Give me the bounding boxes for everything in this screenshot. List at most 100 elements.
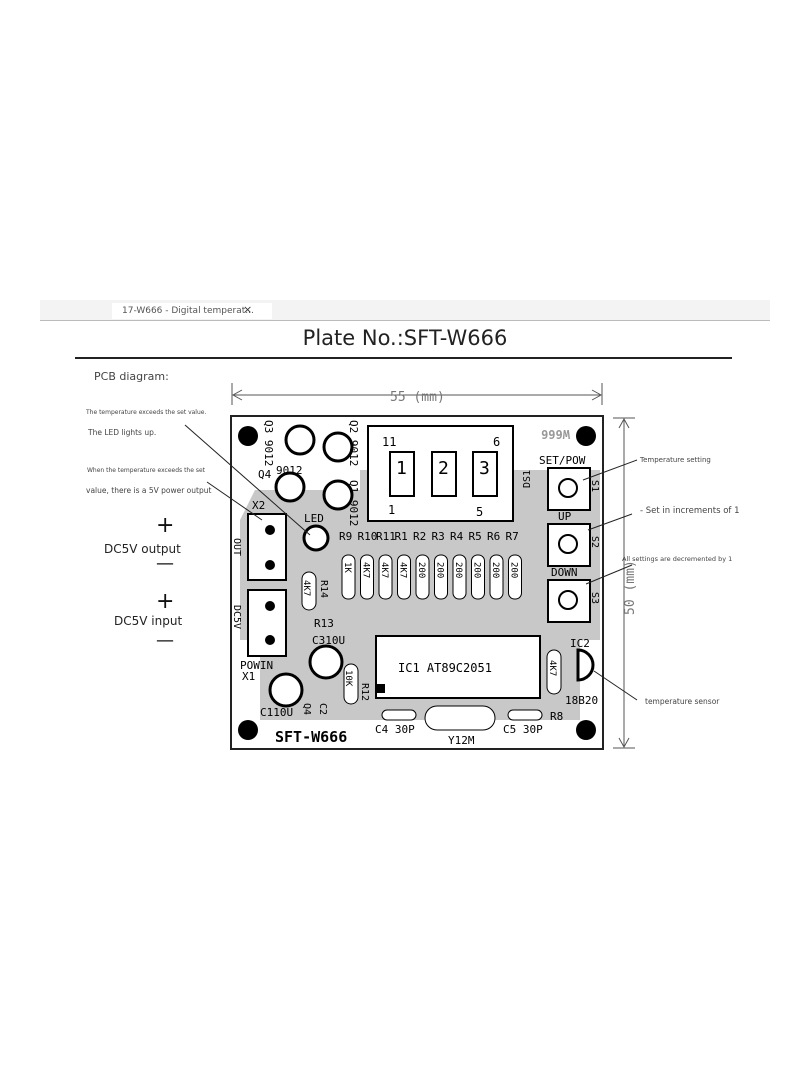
q4-value: 9012 (276, 464, 303, 477)
tab-close-icon[interactable]: × (243, 303, 253, 316)
plus-sign: + (156, 589, 175, 614)
output-leader-line (206, 481, 263, 521)
resistor-r7 (508, 554, 522, 600)
resistor-value: 4K7 (379, 562, 389, 578)
r12-value: 10K (343, 670, 353, 687)
q1-label: Q1 9012 (347, 480, 360, 526)
increment-leader-line (587, 513, 633, 531)
board-name: SFT-W666 (275, 728, 347, 746)
led-annotation-2: The LED lights up. (88, 428, 157, 437)
resistor-r8 (546, 649, 562, 695)
capacitor-c4 (381, 709, 417, 721)
pin1-label: 1 (388, 503, 395, 517)
resistor-value: 200 (490, 562, 500, 578)
title-divider (75, 357, 732, 359)
resistor-value: 4K7 (398, 562, 408, 578)
resistor-value: 200 (435, 562, 445, 578)
out-label: OUT (231, 538, 242, 556)
led (302, 524, 330, 552)
increment-annotation: - Set in increments of 1 (640, 506, 740, 516)
resistor-value: 200 (416, 562, 426, 578)
digit-3: 3 (479, 458, 490, 479)
transistor-q2 (322, 431, 354, 463)
led-annotation-1: The temperature exceeds the set value. (86, 409, 207, 416)
resistor-r1 (397, 554, 411, 600)
set-pow-label: SET/POW (539, 454, 586, 467)
r13-label: R13 (314, 617, 334, 630)
ds1-label: DS1 (522, 470, 533, 488)
resistor-value: 4K7 (361, 562, 371, 578)
resistor-r11 (378, 554, 393, 600)
resistor-r12 (343, 663, 359, 705)
capacitor-c1 (268, 672, 304, 708)
led-leader-line (184, 424, 311, 536)
setting-leader-line (582, 459, 638, 481)
browser-tab[interactable]: 17-W666 - Digital temperat... (112, 303, 272, 319)
crystal-y1 (424, 705, 496, 731)
decrement-leader-line (585, 564, 633, 585)
output-annotation-1: When the temperature exceeds the set (87, 467, 205, 474)
resistor-name: R9 (339, 530, 352, 543)
dc5v-output-label: DC5V output (104, 542, 181, 556)
minus-sign: — (156, 630, 174, 651)
width-dimension (231, 383, 603, 405)
output-annotation-2: value, there is a 5V power output (86, 486, 212, 495)
resistor-name: R2 (413, 530, 426, 543)
pin6-label: 6 (493, 435, 500, 449)
r14-label: R14 (318, 580, 329, 598)
resistor-name: R10 (358, 530, 378, 543)
resistor-value: 200 (453, 562, 463, 578)
ic2-value: 18B20 (565, 694, 598, 707)
x1-label: X1 (242, 670, 255, 683)
resistor-r3 (434, 554, 448, 600)
capacitor-c5 (507, 709, 543, 721)
resistor-name: R6 (487, 530, 500, 543)
transistor-q1 (322, 479, 354, 511)
dc5v-label: DC5V (231, 605, 242, 629)
resistor-name: R11 (376, 530, 396, 543)
resistor-value: 200 (472, 562, 482, 578)
c4-label: C4 30P (375, 723, 415, 736)
digit-2: 2 (438, 458, 449, 479)
width-dimension-label: 55 (mm) (390, 390, 445, 405)
section-label: PCB diagram: (94, 370, 169, 383)
sensor-leader-line (593, 670, 638, 701)
resistor-value: 1K (342, 562, 352, 573)
resistor-name: R3 (432, 530, 445, 543)
r8-value: 4K7 (547, 660, 557, 676)
resistor-value: 200 (509, 562, 519, 578)
ic1-chip (375, 635, 541, 699)
resistor-r5 (471, 554, 485, 600)
powin-label: POWIN (240, 659, 273, 672)
x2-label: X2 (252, 499, 265, 512)
resistor-r6 (489, 554, 504, 600)
q2-label: Q2 9012 (347, 420, 360, 466)
q4b-label: Q4 (301, 703, 312, 715)
transistor-q3 (284, 424, 316, 456)
decrement-annotation: All settings are decremented by 1 (622, 555, 733, 563)
up-label: UP (558, 510, 572, 523)
pin5-label: 5 (476, 505, 483, 519)
resistor-name: R5 (469, 530, 482, 543)
digit-1: 1 (396, 458, 407, 479)
q4-label: Q4 (258, 468, 272, 481)
sensor-annotation: temperature sensor (645, 697, 720, 706)
minus-sign: — (156, 553, 174, 574)
resistor-r2 (415, 554, 430, 600)
resistor-name: R4 (450, 530, 464, 543)
switch-s1 (547, 467, 591, 511)
terminal-x1 (247, 589, 287, 657)
c2-label: C2 (317, 703, 328, 715)
temperature-setting-annotation: Temperature setting (640, 456, 711, 464)
resistor-r4 (452, 554, 467, 600)
c1-label: C110U (260, 706, 293, 719)
page-title: Plate No.:SFT-W666 (302, 326, 508, 350)
down-label: DOWN (551, 566, 578, 579)
transistor-q4 (274, 471, 306, 503)
led-label: LED (304, 512, 324, 525)
plus-sign: + (156, 513, 175, 538)
resistor-r10 (360, 554, 374, 600)
r12-label: R12 (359, 683, 370, 701)
r8-label: R8 (550, 710, 563, 723)
